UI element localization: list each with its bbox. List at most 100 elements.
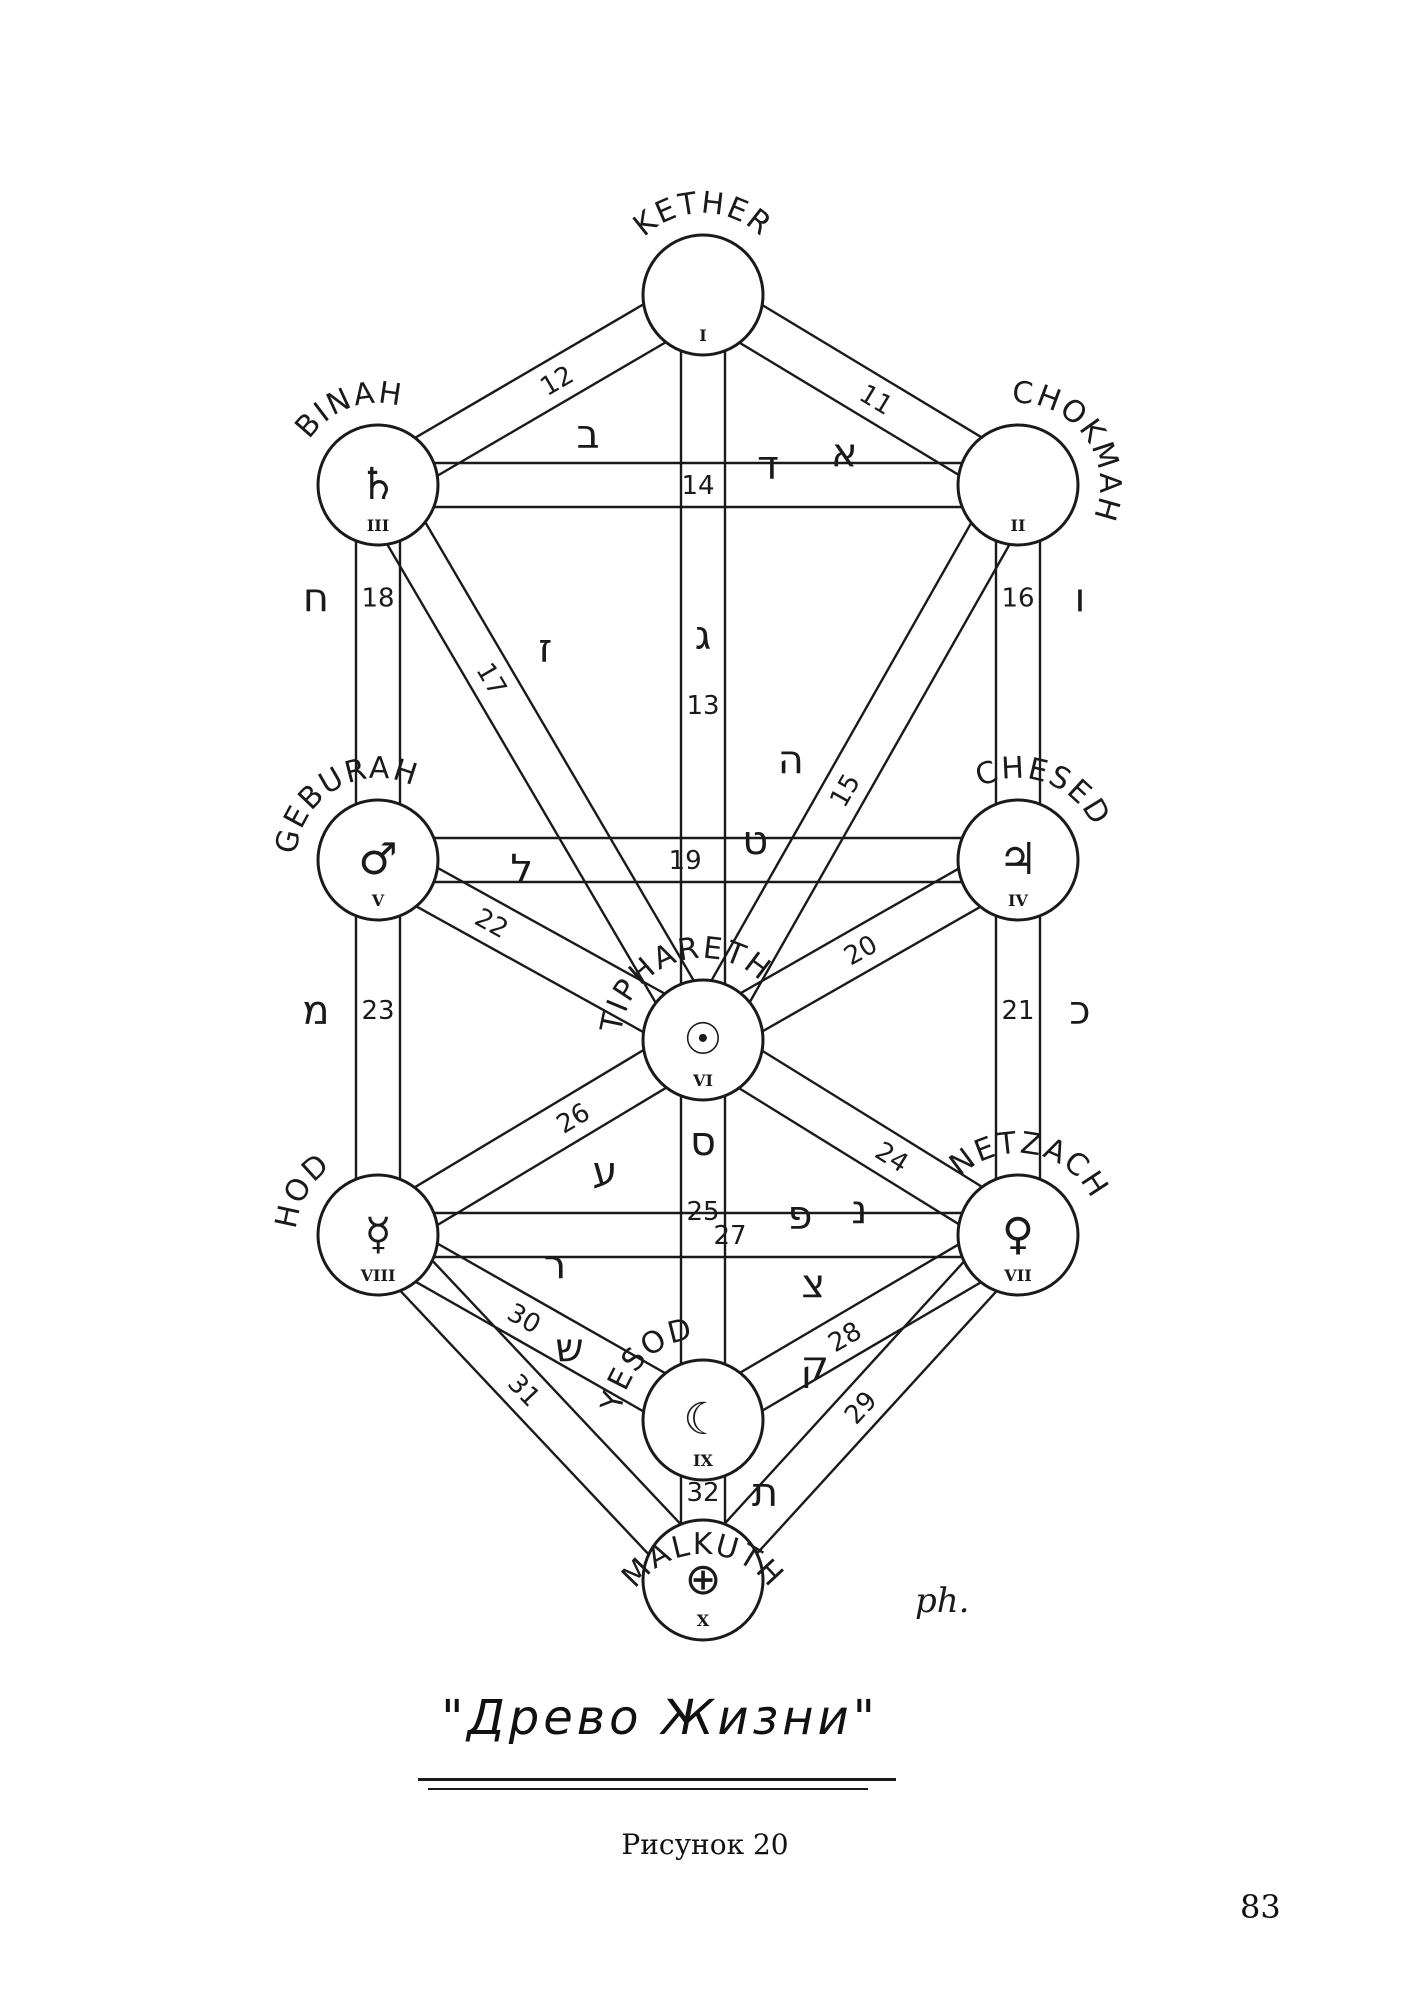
sephirah-binah: BINAH♄III [288,375,440,547]
path-rail [682,472,1001,1031]
path-rail [712,877,1031,1061]
path-rail [720,494,1039,1053]
path-21: 21 כ [994,858,1091,1237]
sephirah-numeral-yesod: IX [693,1451,713,1470]
path-rail [360,1248,689,1597]
path-rail [690,312,1008,506]
path-17: 17ז [357,472,724,1053]
hebrew-letter-18: ח [303,576,329,622]
path-18: 18 ח [303,483,402,862]
hebrew-letter-19: ט [742,818,768,864]
hebrew-letter-21: כ [1069,988,1090,1034]
path-number-23: 23 [361,996,394,1026]
sephirah-numeral-malkuth: X [697,1611,710,1630]
path-rail [395,472,724,1031]
path-16: 16 ו [994,483,1086,862]
sephirah-circle [641,978,765,1102]
sephirah-circle [641,1358,765,1482]
planet-symbol-geburah: ♂ [358,834,397,885]
path-rail [387,1214,716,1403]
planet-symbol-binah: ♄ [358,459,397,510]
sephirah-numeral-kether: I [699,326,706,345]
path-number-14: 14 [681,471,714,501]
sephirah-numeral-netzach: VII [1003,1266,1031,1285]
path-number-19: 19 [669,846,702,876]
hebrew-letter-14: ד [757,443,779,489]
page-number: 83 [1240,1888,1281,1926]
sephirah-numeral-tiphareth: VI [692,1071,713,1090]
sephirah-circle [641,233,765,357]
sephirah-yesod: YESOD☾IX [594,1311,765,1482]
hebrew-letter-23: מ [302,988,329,1034]
hebrew-letter-26: ע [592,1149,617,1195]
drawing-title: "Древо Жизни" [441,1690,879,1746]
path-number-18: 18 [361,584,394,614]
path-rail [712,1252,1031,1441]
hebrew-letter-31: ש [555,1326,583,1372]
sephirah-netzach: NETZACH♀VII [943,1126,1114,1297]
path-number-16: 16 [1001,584,1034,614]
path-rail [365,274,694,468]
path-rail [685,1218,1003,1567]
path-rail [365,1019,693,1218]
hebrew-letter-32: ת [752,1470,778,1516]
sephirah-circle [956,798,1080,922]
planet-symbol-malkuth: ⊕ [685,1554,722,1605]
hebrew-letter-24: נ [851,1188,867,1234]
path-rail [690,839,1009,1023]
sephirah-circle [316,798,440,922]
hebrew-letter-29: ק [801,1344,829,1390]
artist-signature: ph. [915,1581,969,1621]
path-rail [718,1248,1036,1597]
sephirah-tiphareth: TIPHARETH☉VI [594,931,776,1102]
path-26: 26ע [365,1019,716,1256]
path-number-27: 27 [713,1221,746,1251]
path-rail [387,312,716,506]
hebrew-letter-11: א [831,431,858,477]
sephirah-circle [956,1173,1080,1297]
path-27: 27 פ [376,1193,1020,1259]
sephirah-chesed: CHESED♃IV [956,751,1116,922]
hebrew-letter-25: ס [690,1119,716,1165]
hebrew-letter-15: ה [778,738,804,784]
path-14: 14 ד [376,443,1020,509]
planet-symbol-chesed: ♃ [998,834,1037,885]
hebrew-letter-16: ו [1075,576,1086,622]
sephirah-circle [956,423,1080,547]
title-underline-second [428,1788,868,1790]
path-rail [388,1057,716,1256]
path-rail [387,839,715,1022]
hebrew-letter-22: ל [510,847,533,893]
sephirah-numeral-hod: VIII [360,1266,396,1285]
path-rail [392,1218,721,1567]
path-rail [713,274,1031,468]
sephirah-malkuth: MALKUTH⊕X [615,1518,789,1642]
hebrew-letter-27: פ [788,1193,813,1239]
planet-symbol-netzach: ♀ [1002,1209,1034,1260]
sephirah-numeral-chokmah: II [1011,516,1026,535]
figure-caption: Рисунок 20 [621,1828,789,1861]
hebrew-letter-30: ר [544,1242,567,1288]
path-23: 23 מ [302,858,402,1237]
path-rail [357,494,686,1053]
hebrew-letter-28: צ [801,1261,825,1307]
path-number-21: 21 [1001,996,1034,1026]
path-rail [365,1252,694,1441]
sephirah-hod: HOD☿VIII [269,1146,440,1297]
path-rail [690,1057,1008,1255]
path-number-13: 13 [686,691,719,721]
sephirah-numeral-chesed: IV [1008,891,1028,910]
path-rail [366,878,694,1061]
path-rail [690,1214,1009,1403]
hebrew-letter-12: ב [576,412,599,458]
planet-symbol-hod: ☿ [364,1209,391,1260]
sephirah-numeral-geburah: V [371,891,385,910]
sephirah-circle [316,423,440,547]
hebrew-letter-13: ג [695,613,711,659]
hebrew-letter-17: ז [538,626,552,672]
path-13: 13 ג [679,293,727,1042]
sephirah-circle [641,1518,765,1642]
